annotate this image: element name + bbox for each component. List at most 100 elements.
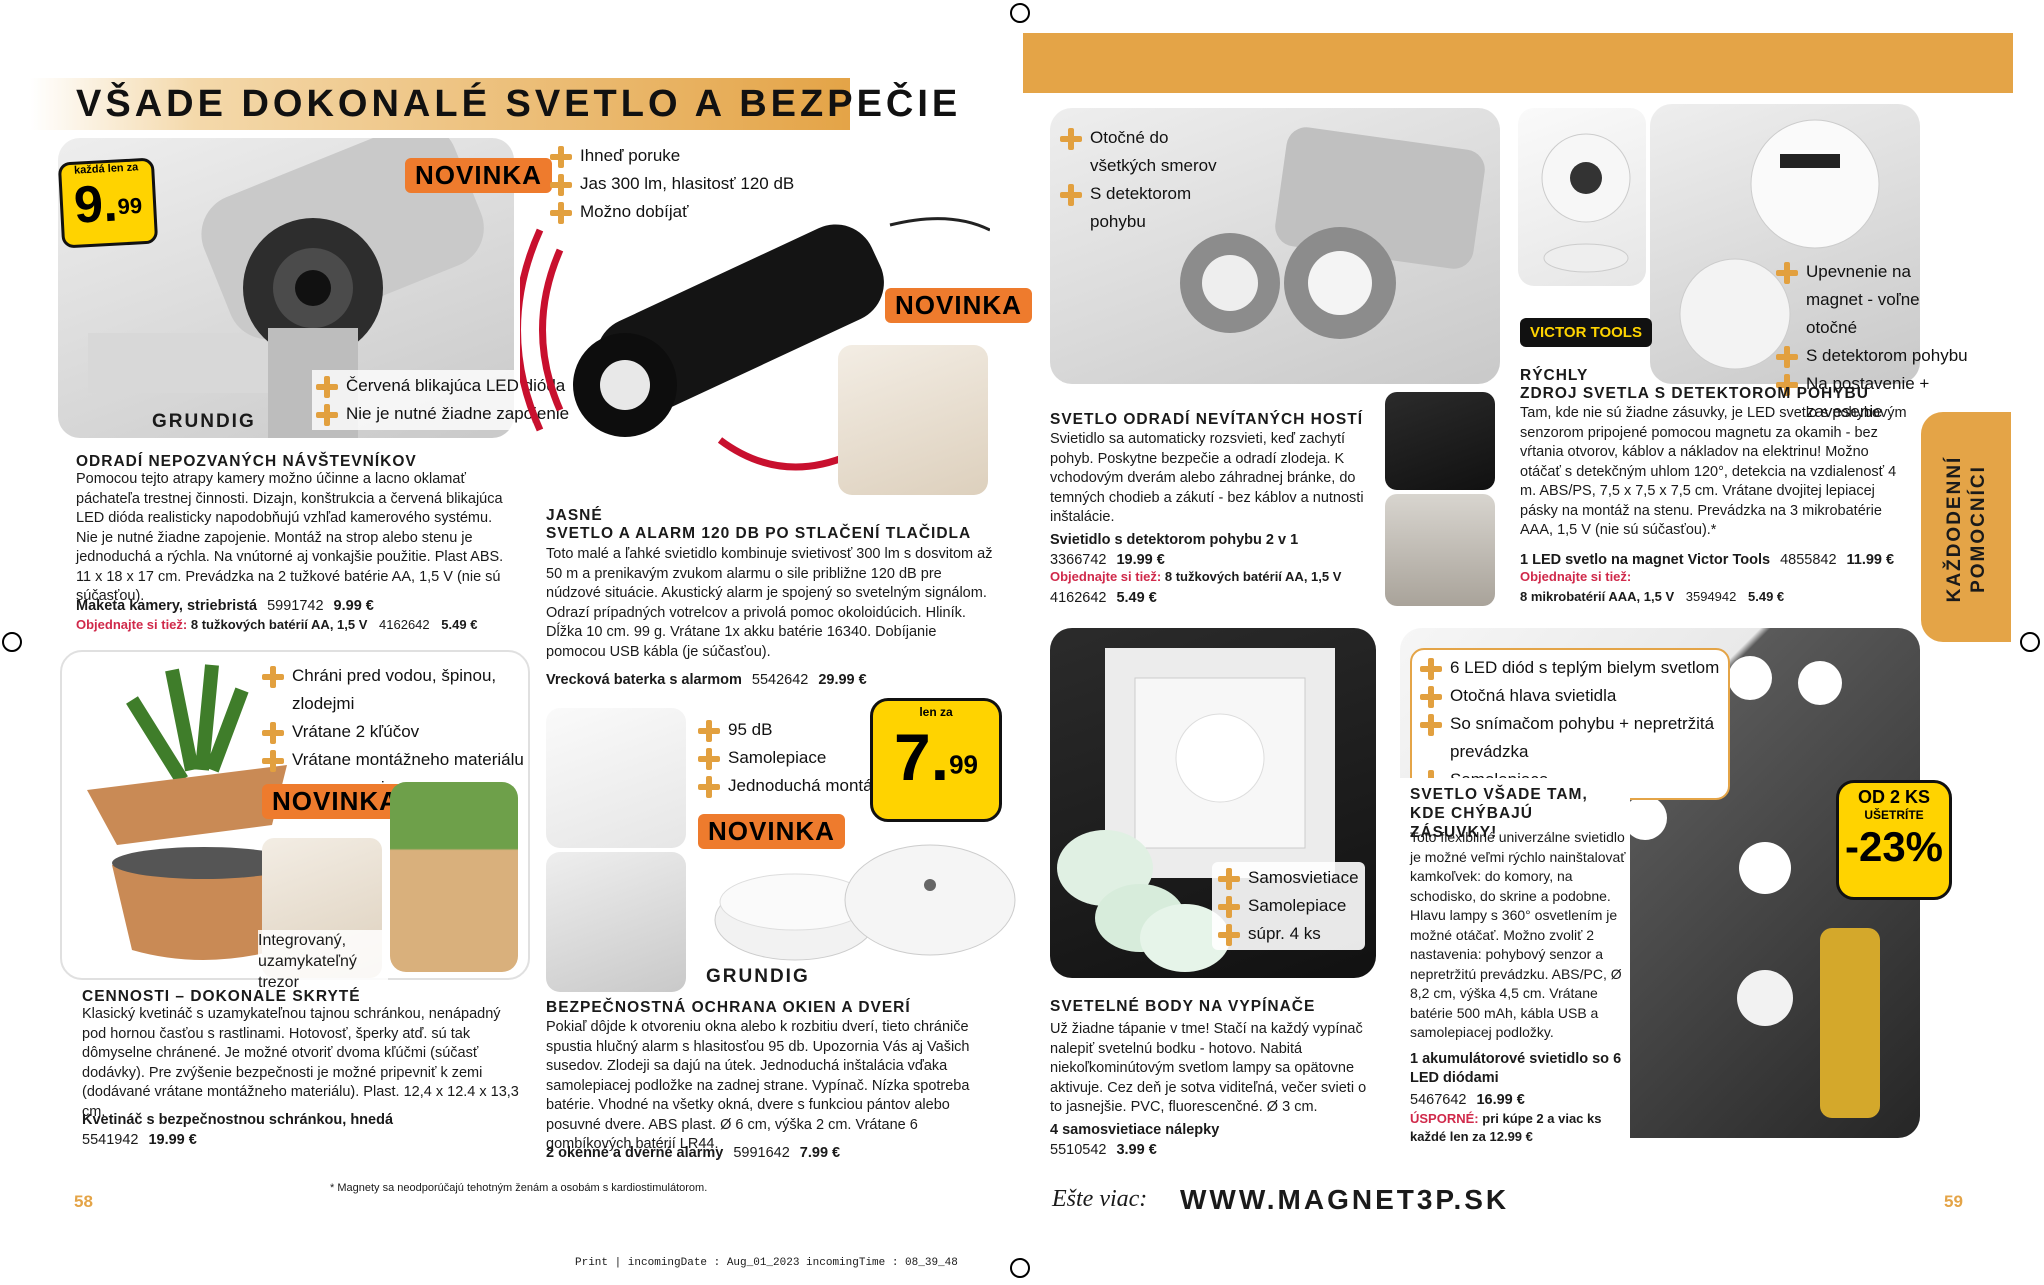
flashlight-heading-2: SVETLO A ALARM 120 DB PO STLAČENÍ TLAČID…: [546, 525, 972, 542]
flashlight-hand-photo: [838, 345, 988, 495]
motion-light-small-photo-2: [1385, 494, 1495, 606]
plus-icon: [1060, 184, 1082, 206]
save-label: ÚSPORNÉ:: [1410, 1111, 1479, 1126]
plus-icon: [550, 174, 572, 196]
planter-cactus-photo: [390, 782, 518, 972]
planter-illustration: [87, 664, 297, 960]
motion-light-heading: SVETLO ODRADÍ NEVÍTANÝCH HOSTÍ: [1050, 411, 1364, 428]
magnet-light-code: 4855842: [1780, 552, 1837, 568]
alarm-price: 7.: [894, 720, 950, 794]
camera-code: 5991742: [267, 598, 324, 614]
flashlight-text: Toto malé a ľahké svietidlo kombinuje sv…: [546, 546, 993, 660]
magnet-light-price: 11.99 €: [1846, 552, 1895, 568]
alarm-price-top: len za: [919, 705, 953, 719]
registration-mark: [1010, 3, 1030, 23]
motion-light-also: Objednajte si tiež: 8 tužkových batérií …: [1050, 569, 1342, 584]
plus-icon: [1060, 128, 1082, 150]
switch-dots-code: 5510542: [1050, 1142, 1107, 1158]
led-spots-code: 5467642: [1410, 1092, 1467, 1108]
flashlight-bullet: Možno dobíjať: [550, 198, 794, 226]
led-spots-bullet: So snímačom pohybu + nepretržitá prevádz…: [1420, 710, 1720, 766]
motion-light-bullet: Otočné do všetkých smerov: [1060, 124, 1230, 180]
plus-icon: [262, 750, 284, 772]
camera-price-cents: 99: [116, 192, 143, 220]
plus-icon: [698, 776, 720, 798]
magnet-light-bullet: S detektorom pohybu: [1776, 342, 1972, 370]
alarm-bullet: Jednoduchá montáž: [698, 772, 881, 800]
flashlight-illustration: [520, 217, 990, 471]
camera-price: 9.: [72, 174, 119, 235]
switch-dots-bullet: súpr. 4 ks: [1218, 920, 1359, 948]
alarm-price-full: 7.99 €: [799, 1145, 841, 1161]
more-label: Ešte viac:: [1052, 1186, 1148, 1212]
flashlight-novinka-badge: NOVINKA: [885, 288, 1032, 323]
magnet-light-text: Tam, kde nie sú žiadne zásuvky, je LED s…: [1520, 405, 1907, 538]
save-price: 12.99 €: [1489, 1129, 1533, 1144]
switch-dots-heading: SVETELNÉ BODY NA VYPÍNAČE: [1050, 998, 1316, 1015]
magnet-light-also: 8 mikrobatérií AAA, 1,5 V 3594942 5.49 €: [1520, 589, 1785, 604]
planter-caption: Integrovaný, uzamykateľný trezor: [258, 930, 388, 993]
website-link[interactable]: WWW.MAGNET3P.SK: [1180, 1184, 1510, 1215]
led-spots-discount-box: OD 2 KS UŠETRÍTE -23%: [1836, 780, 1952, 900]
magnet-light-illustration-1: [1541, 133, 1631, 273]
flashlight-bullet: Jas 300 lm, hlasitosť 120 dB: [550, 170, 794, 198]
alarm-bullet: 95 dB: [698, 716, 881, 744]
camera-brand: GRUNDIG: [152, 411, 256, 432]
flashlight-bullet: Ihneď poruke: [550, 142, 794, 170]
discount-value: -23%: [1844, 823, 1944, 870]
led-spots-price: 16.99 €: [1476, 1092, 1525, 1108]
camera-price-box: každá len za 9.99: [57, 157, 159, 249]
plus-icon: [1776, 374, 1798, 396]
planter-bullet: Vrátane 2 kľúčov: [262, 718, 524, 746]
plus-icon: [550, 146, 572, 168]
plus-icon: [316, 404, 338, 426]
motion-light-product: Svietidlo s detektorom pohybu 2 v 1: [1050, 532, 1299, 548]
registration-mark: [2, 632, 22, 652]
plus-icon: [1420, 658, 1442, 680]
camera-price-full: 9.99 €: [333, 598, 374, 614]
camera-heading: ODRADÍ NEPOZVANÝCH NÁVŠTEVNÍKOV: [76, 453, 417, 470]
planter-product: Kvetináč s bezpečnostnou schránkou, hned…: [82, 1112, 394, 1128]
led-spots-text: Toto flexibilné univerzálne svietidlo je…: [1410, 829, 1626, 1040]
camera-product: Maketa kamery, striebristá: [76, 598, 258, 614]
page-number-right: 59: [1944, 1192, 1963, 1211]
motion-light-bullet: S detektorom pohybu: [1060, 180, 1230, 236]
motion-light-photo: [1050, 108, 1500, 384]
registration-mark: [1010, 1258, 1030, 1278]
planter-bullet: Chráni pred vodou, špinou, zlodejmi: [262, 662, 524, 718]
motion-light-illustration: [1180, 127, 1485, 339]
alarm-bullets: 95 dB Samolepiace Jednoduchá montáž: [698, 716, 881, 800]
alarm-novinka-badge: NOVINKA: [698, 814, 845, 849]
print-info: Print | incomingDate : Aug_01_2023 incom…: [575, 1257, 958, 1269]
motion-light-price: 19.99 €: [1116, 552, 1165, 568]
switch-dots-bullet: Samolepiace: [1218, 892, 1359, 920]
led-spots-product: 1 akumulátorové svietidlo so 6 LED dióda…: [1410, 1051, 1622, 1086]
motion-light-bullets: Otočné do všetkých smerov S detektorom p…: [1060, 124, 1230, 236]
discount-top: OD 2 KS: [1857, 787, 1931, 807]
header-banner-left: [30, 78, 850, 130]
planter-bullets: Chráni pred vodou, špinou, zlodejmi Vrát…: [262, 662, 524, 802]
flashlight-product: Vrecková baterka s alarmom: [546, 672, 742, 688]
switch-dots-bullet: Samosvietiace: [1218, 864, 1359, 892]
camera-bullet: Červená blikajúca LED dióda: [316, 372, 569, 400]
led-spots-heading: SVETLO VŠADE TAM, KDE CHÝBAJÚ ZÁSUVKY!: [1410, 786, 1588, 841]
flashlight-code: 5542642: [751, 672, 809, 688]
alarm-product: 2 okenné a dverné alarmy: [546, 1145, 724, 1161]
camera-text: Pomocou tejto atrapy kamery možno účinne…: [76, 471, 504, 604]
magnet-light-illustration-2: [1679, 119, 1880, 370]
also-label: Objednajte si tiež:: [1050, 569, 1162, 584]
plus-icon: [262, 722, 284, 744]
header-banner-right: [1023, 33, 2013, 93]
planter-heading: CENNOSTI – DOKONALE SKRYTÉ: [82, 988, 361, 1005]
motion-light-text: Svietidlo sa automaticky rozsvieti, keď …: [1050, 431, 1364, 525]
led-spots-bullet: Otočná hlava svietidla: [1420, 682, 1720, 710]
registration-mark: [2020, 632, 2040, 652]
plus-icon: [316, 376, 338, 398]
magnet-light-product: 1 LED svetlo na magnet Victor Tools: [1520, 552, 1771, 568]
planter-novinka-badge: NOVINKA: [262, 784, 409, 819]
